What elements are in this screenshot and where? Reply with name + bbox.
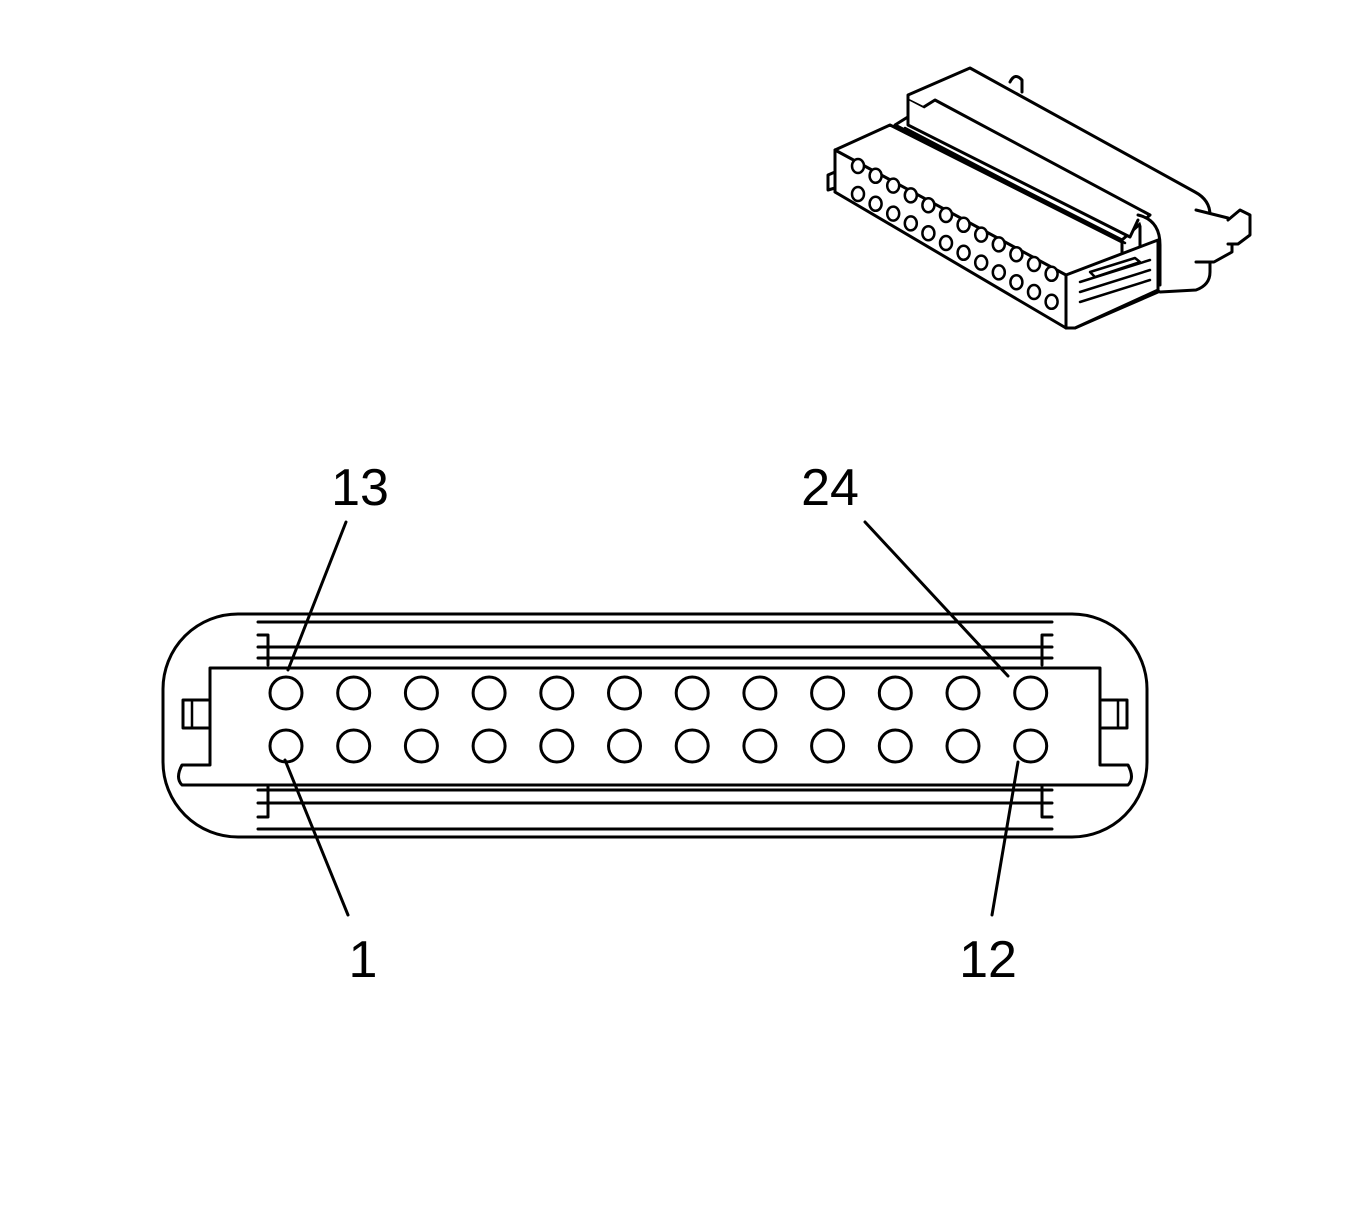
leader-12 — [990, 760, 1020, 917]
pin-cavity-21 — [810, 675, 846, 711]
pin-cavity-16 — [471, 675, 507, 711]
pin-cavity-5 — [539, 728, 575, 764]
pin-cavity-10 — [877, 728, 913, 764]
iso-pin-cavity — [921, 224, 936, 242]
isometric-pin-cavities — [850, 157, 1059, 311]
iso-pin-cavity — [991, 236, 1007, 253]
pin-cavity-1 — [268, 728, 304, 764]
iso-pin-cavity — [850, 185, 866, 203]
pin-cavity-24 — [1013, 675, 1049, 711]
connector-isometric-illustration — [826, 66, 1252, 330]
pin-cavity-15 — [403, 675, 439, 711]
iso-pin-cavity — [885, 177, 901, 194]
connector-insert — [177, 666, 1133, 787]
iso-pin-cavity — [938, 206, 954, 224]
iso-pin-cavity — [973, 254, 989, 271]
iso-pin-cavity — [1009, 245, 1024, 263]
pin-cavity-7 — [674, 728, 710, 764]
pin-cavity-4 — [471, 728, 507, 764]
connector-face-view — [161, 612, 1149, 839]
pin-cavity-6 — [607, 728, 642, 764]
pin-cavity-8 — [742, 728, 778, 764]
pin-cavity-19 — [674, 675, 710, 711]
connector-outer-shell — [161, 612, 1149, 839]
iso-pin-cavity — [903, 215, 919, 232]
callout-leaders — [283, 520, 1020, 917]
iso-pin-cavity — [1044, 293, 1059, 311]
iso-pin-cavity — [1044, 265, 1059, 283]
pin-cavity-22 — [877, 675, 913, 711]
leader-1 — [283, 758, 350, 917]
callout-label-1: 1 — [349, 931, 378, 989]
pin-cavity-11 — [945, 728, 981, 764]
iso-pin-cavity — [938, 234, 954, 252]
pin-cavity-14 — [336, 675, 372, 711]
iso-pin-cavity — [850, 157, 866, 175]
iso-pin-cavity — [903, 187, 919, 204]
iso-pin-cavity — [1026, 283, 1042, 301]
iso-pin-cavity — [991, 264, 1007, 281]
iso-pin-cavity — [1026, 255, 1042, 273]
iso-pin-cavity — [868, 167, 883, 185]
pin-cavity-18 — [607, 675, 642, 711]
iso-pin-cavity — [868, 195, 883, 213]
iso-pin-cavity — [885, 205, 901, 222]
pin-cavity-2 — [336, 728, 372, 764]
iso-pin-cavity — [956, 216, 971, 234]
pin-cavity-13 — [268, 675, 304, 711]
pin-cavity-23 — [945, 675, 981, 711]
pin-cavity-9 — [810, 728, 846, 764]
callout-label-13: 13 — [331, 459, 389, 517]
iso-pin-cavity — [921, 196, 936, 214]
iso-pin-cavity — [973, 226, 989, 243]
leader-24 — [863, 520, 1010, 678]
pin-cavity-3 — [403, 728, 439, 764]
callout-label-12: 12 — [959, 931, 1017, 989]
iso-pin-cavity — [1009, 273, 1024, 291]
leader-13 — [286, 520, 348, 672]
pin-cavity-grid — [268, 675, 1049, 764]
pin-cavity-12 — [1013, 728, 1049, 764]
iso-pin-cavity — [956, 244, 971, 262]
pin-cavity-20 — [742, 675, 778, 711]
pin-cavity-17 — [539, 675, 575, 711]
callout-label-24: 24 — [801, 459, 859, 517]
